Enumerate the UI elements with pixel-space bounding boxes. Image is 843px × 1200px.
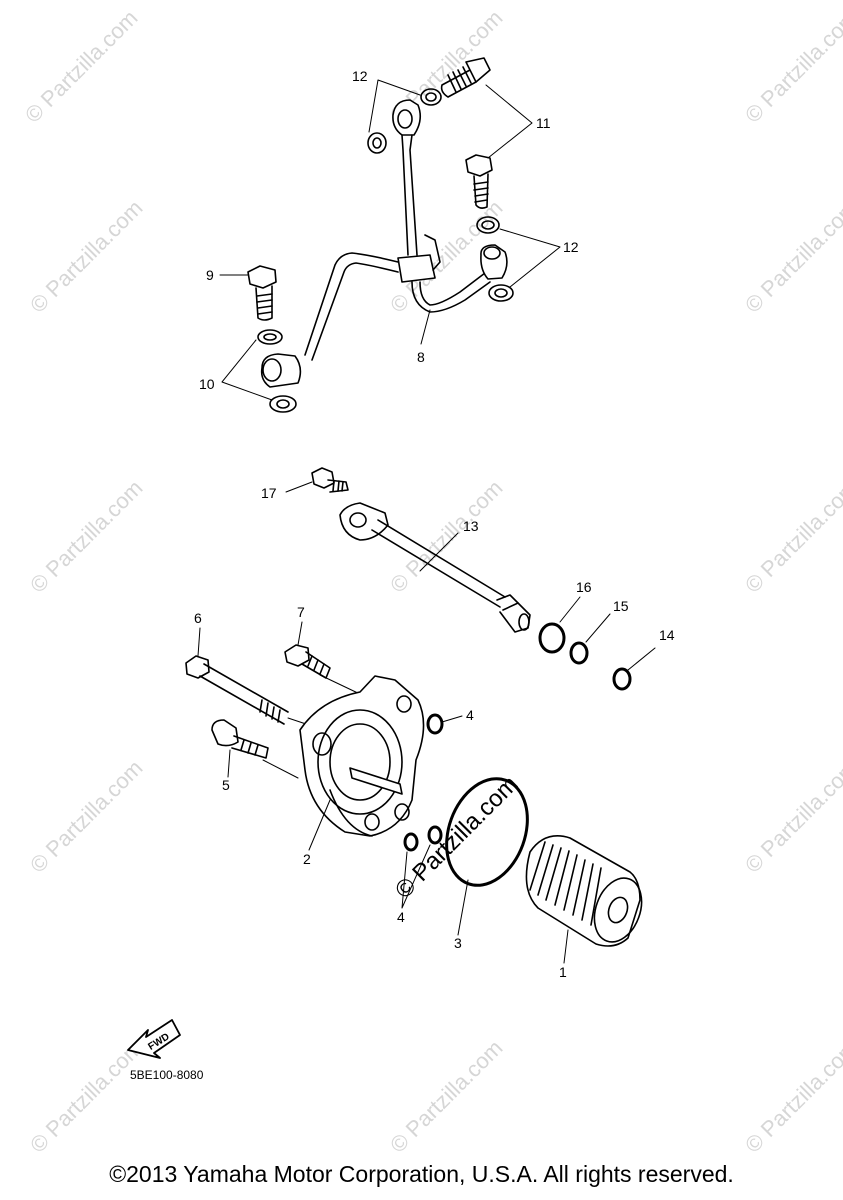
union-bolt-left xyxy=(247,265,277,321)
filter-cover-housing xyxy=(299,675,425,837)
washer xyxy=(476,216,500,234)
pipe-vertical xyxy=(401,134,418,256)
washer xyxy=(257,329,283,345)
banjo-fitting-right xyxy=(480,244,508,280)
oil-filter xyxy=(525,835,643,947)
bolt-7 xyxy=(284,644,331,679)
bolt-6 xyxy=(185,655,289,725)
union-bolt-top xyxy=(440,57,491,98)
banjo-fitting-top xyxy=(392,99,422,136)
callout-11: 11 xyxy=(536,115,551,131)
callout-2: 2 xyxy=(303,851,311,867)
o-ring xyxy=(426,713,444,735)
callout-4: 4 xyxy=(466,707,474,723)
o-ring xyxy=(538,622,566,654)
callout-12: 12 xyxy=(563,239,579,255)
washer xyxy=(269,395,297,413)
callout-13: 13 xyxy=(463,518,479,534)
o-ring xyxy=(612,667,632,691)
pipe-junction xyxy=(397,254,436,283)
callout-17: 17 xyxy=(261,485,277,501)
callout-15: 15 xyxy=(613,598,629,614)
callout-5: 5 xyxy=(222,777,230,793)
callout-8: 8 xyxy=(417,349,425,365)
o-ring-large xyxy=(445,777,529,887)
o-ring xyxy=(427,825,443,845)
callout-16: 16 xyxy=(576,579,592,595)
callout-6: 6 xyxy=(194,610,202,626)
pipe-left-branch xyxy=(304,252,399,361)
callout-14: 14 xyxy=(659,627,675,643)
pipe-right-branch xyxy=(411,272,491,313)
callout-4: 4 xyxy=(397,909,405,925)
callout-7: 7 xyxy=(297,604,305,620)
callout-12: 12 xyxy=(352,68,368,84)
callout-9: 9 xyxy=(206,267,214,283)
bolt-17 xyxy=(311,467,349,493)
fwd-arrow-icon xyxy=(127,1019,181,1059)
washer xyxy=(420,88,442,106)
oil-pipe-13 xyxy=(339,502,531,633)
callout-10: 10 xyxy=(199,376,215,392)
o-ring xyxy=(569,641,589,665)
bolt-5 xyxy=(211,719,269,759)
banjo-fitting-left xyxy=(260,353,302,388)
washer xyxy=(367,132,387,154)
o-ring xyxy=(403,832,419,852)
copyright-notice: ©2013 Yamaha Motor Corporation, U.S.A. A… xyxy=(109,1161,734,1187)
callout-3: 3 xyxy=(454,935,462,951)
callout-1: 1 xyxy=(559,964,567,980)
union-bolt-right xyxy=(465,154,493,209)
washer xyxy=(488,284,514,302)
diagram-code: 5BE100-8080 xyxy=(130,1068,204,1082)
